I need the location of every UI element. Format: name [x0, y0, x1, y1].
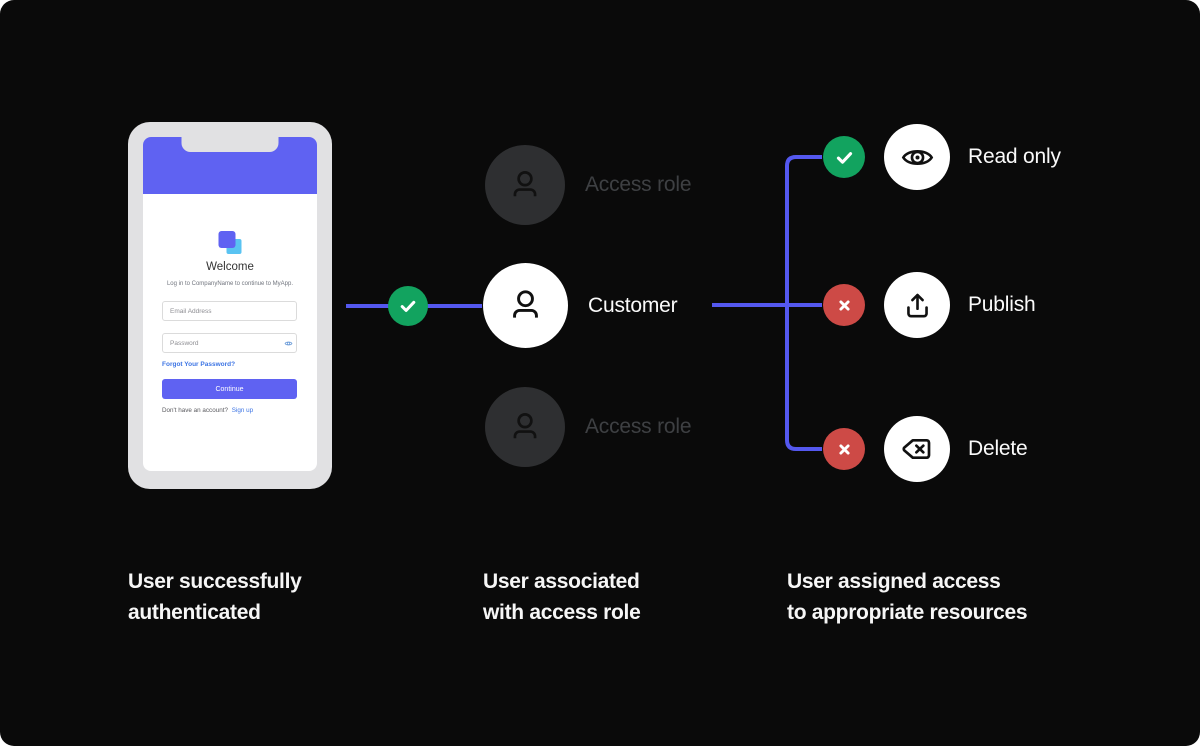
denied-badge	[823, 284, 865, 326]
person-icon	[513, 413, 537, 439]
permission-label: Read only	[968, 145, 1061, 168]
login-screen: Welcome Log in to CompanyName to continu…	[143, 137, 317, 471]
access-role-circle-dim-bottom	[485, 387, 565, 467]
x-icon	[838, 443, 850, 455]
continue-button[interactable]: Continue	[162, 379, 297, 399]
check-icon	[400, 300, 416, 312]
permission-label: Delete	[968, 437, 1028, 460]
line-branch-vertical	[785, 155, 822, 451]
role-row-top: Access role	[485, 145, 692, 225]
password-visibility-icon[interactable]	[284, 339, 293, 348]
permission-label: Publish	[968, 293, 1036, 316]
signup-row: Don't have an account? Sign up	[162, 407, 253, 414]
read-only-icon-circle	[884, 124, 950, 190]
phone-mockup: Welcome Log in to CompanyName to continu…	[128, 122, 332, 489]
person-icon	[513, 171, 537, 197]
customer-role-circle	[483, 263, 568, 348]
caption-access-role: User associated with access role	[483, 570, 641, 624]
role-row-bottom: Access role	[485, 387, 692, 467]
permission-row-delete: Delete	[823, 416, 1028, 482]
logo-front-square	[218, 231, 236, 248]
role-row-customer: Customer	[483, 263, 678, 348]
check-icon	[836, 151, 852, 164]
publish-icon-circle	[884, 272, 950, 338]
caption-authenticated: User successfully authenticated	[128, 570, 302, 624]
permission-row-read-only: Read only	[823, 124, 1061, 190]
app-logo-icon	[218, 231, 242, 254]
x-icon	[838, 299, 850, 311]
caption-resources: User assigned access to appropriate reso…	[787, 570, 1028, 624]
delete-icon-circle	[884, 416, 950, 482]
permission-row-publish: Publish	[823, 272, 1036, 338]
person-icon	[513, 290, 538, 318]
signup-link[interactable]: Sign up	[231, 407, 254, 414]
eye-icon	[901, 149, 933, 165]
email-input[interactable]	[162, 301, 297, 321]
denied-badge	[823, 428, 865, 470]
allowed-badge	[823, 136, 865, 178]
role-label-bottom: Access role	[585, 415, 692, 438]
phone-statusbar	[143, 137, 317, 194]
auth-success-badge	[388, 286, 428, 326]
forgot-password-link[interactable]: Forgot Your Password?	[162, 361, 236, 368]
role-label-top: Access role	[585, 173, 692, 196]
access-role-circle-dim-top	[485, 145, 565, 225]
role-label-customer: Customer	[588, 293, 678, 317]
welcome-title: Welcome	[206, 261, 254, 273]
login-subtitle: Log in to CompanyName to continue to MyA…	[166, 281, 294, 287]
password-input[interactable]	[162, 333, 297, 353]
signup-prompt: Don't have an account?	[162, 407, 228, 414]
backspace-icon	[902, 438, 931, 460]
upload-icon	[906, 293, 928, 317]
phone-notch	[181, 137, 279, 152]
